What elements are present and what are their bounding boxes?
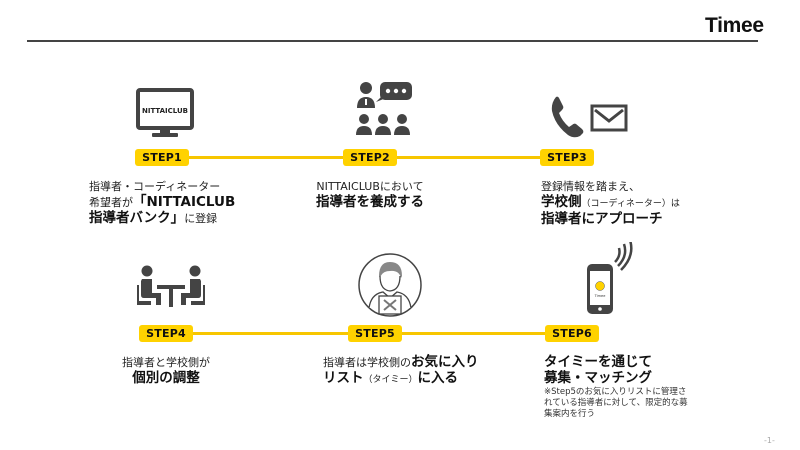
step5-description: 指導者は学校側のお気に入り リスト（タイミー）に入る bbox=[323, 354, 523, 387]
step2-description: NITTAICLUBにおいて 指導者を養成する bbox=[310, 180, 430, 210]
step3-line3: 指導者にアプローチ bbox=[541, 211, 663, 227]
step1-line3b: に登録 bbox=[184, 212, 218, 225]
header-divider bbox=[27, 40, 758, 42]
connector-step5-step6 bbox=[400, 332, 546, 335]
step1-line2a: 希望者が bbox=[89, 196, 133, 209]
phone-app-label: Timee bbox=[594, 294, 606, 298]
step5-line2a: リスト bbox=[323, 370, 364, 386]
step6-note: ※Step5のお気に入りリストに管理されている指導者に対して、限定的な募集案内を… bbox=[544, 387, 688, 419]
connector-step4-step5 bbox=[192, 332, 349, 335]
phone-mail-icon bbox=[550, 93, 635, 145]
smartphone-signal-icon: Timee bbox=[585, 239, 637, 322]
step6-line2: 募集・マッチング bbox=[544, 370, 652, 386]
step5-line1b: お気に入り bbox=[411, 354, 479, 370]
person-with-qr-icon bbox=[357, 252, 423, 322]
step6-badge: STEP6 bbox=[545, 325, 599, 342]
step5-badge: STEP5 bbox=[348, 325, 402, 342]
step4-badge: STEP4 bbox=[139, 325, 193, 342]
step2-line2: 指導者を養成する bbox=[316, 194, 424, 210]
presenter-audience-icon bbox=[355, 80, 417, 142]
step5-line2c: に入る bbox=[417, 370, 459, 386]
step1-line2b: 「NITTAICLUB bbox=[133, 194, 236, 210]
step3-line1: 登録情報を踏まえ、 bbox=[541, 180, 640, 193]
step4-line1: 指導者と学校側が bbox=[122, 356, 210, 369]
step1-description: 指導者・コーディネーター 希望者が「NITTAICLUB 指導者バンク」に登録 bbox=[89, 180, 289, 226]
step6-line1: タイミーを通じて bbox=[544, 354, 652, 370]
step1-badge: STEP1 bbox=[135, 149, 189, 166]
page-number: -1- bbox=[764, 436, 775, 445]
timee-logo: Timee bbox=[705, 14, 764, 37]
step2-line1: NITTAICLUBにおいて bbox=[316, 180, 424, 193]
step4-description: 指導者と学校側が 個別の調整 bbox=[106, 356, 226, 386]
meeting-table-icon bbox=[137, 265, 207, 315]
step1-line1: 指導者・コーディネーター bbox=[89, 180, 221, 193]
step3-description: 登録情報を踏まえ、 学校側（コーディネーター）は 指導者にアプローチ bbox=[541, 180, 741, 227]
step1-line3a: 指導者バンク」 bbox=[89, 210, 185, 226]
step3-line2a: 学校側 bbox=[541, 194, 582, 210]
step5-line2b: （タイミー） bbox=[363, 375, 418, 385]
connector-step2-step3 bbox=[396, 156, 541, 159]
step2-badge: STEP2 bbox=[343, 149, 397, 166]
step3-line2b: （コーディネーター）は bbox=[581, 199, 680, 209]
step3-badge: STEP3 bbox=[540, 149, 594, 166]
step4-line2: 個別の調整 bbox=[132, 370, 200, 386]
step5-line1a: 指導者は学校側の bbox=[323, 356, 411, 369]
monitor-label: NITTAICLUB bbox=[142, 107, 188, 115]
monitor-icon: NITTAICLUB bbox=[136, 88, 194, 144]
step6-description: タイミーを通じて 募集・マッチング ※Step5のお気に入りリストに管理されてい… bbox=[544, 354, 689, 420]
connector-step1-step2 bbox=[188, 156, 344, 159]
